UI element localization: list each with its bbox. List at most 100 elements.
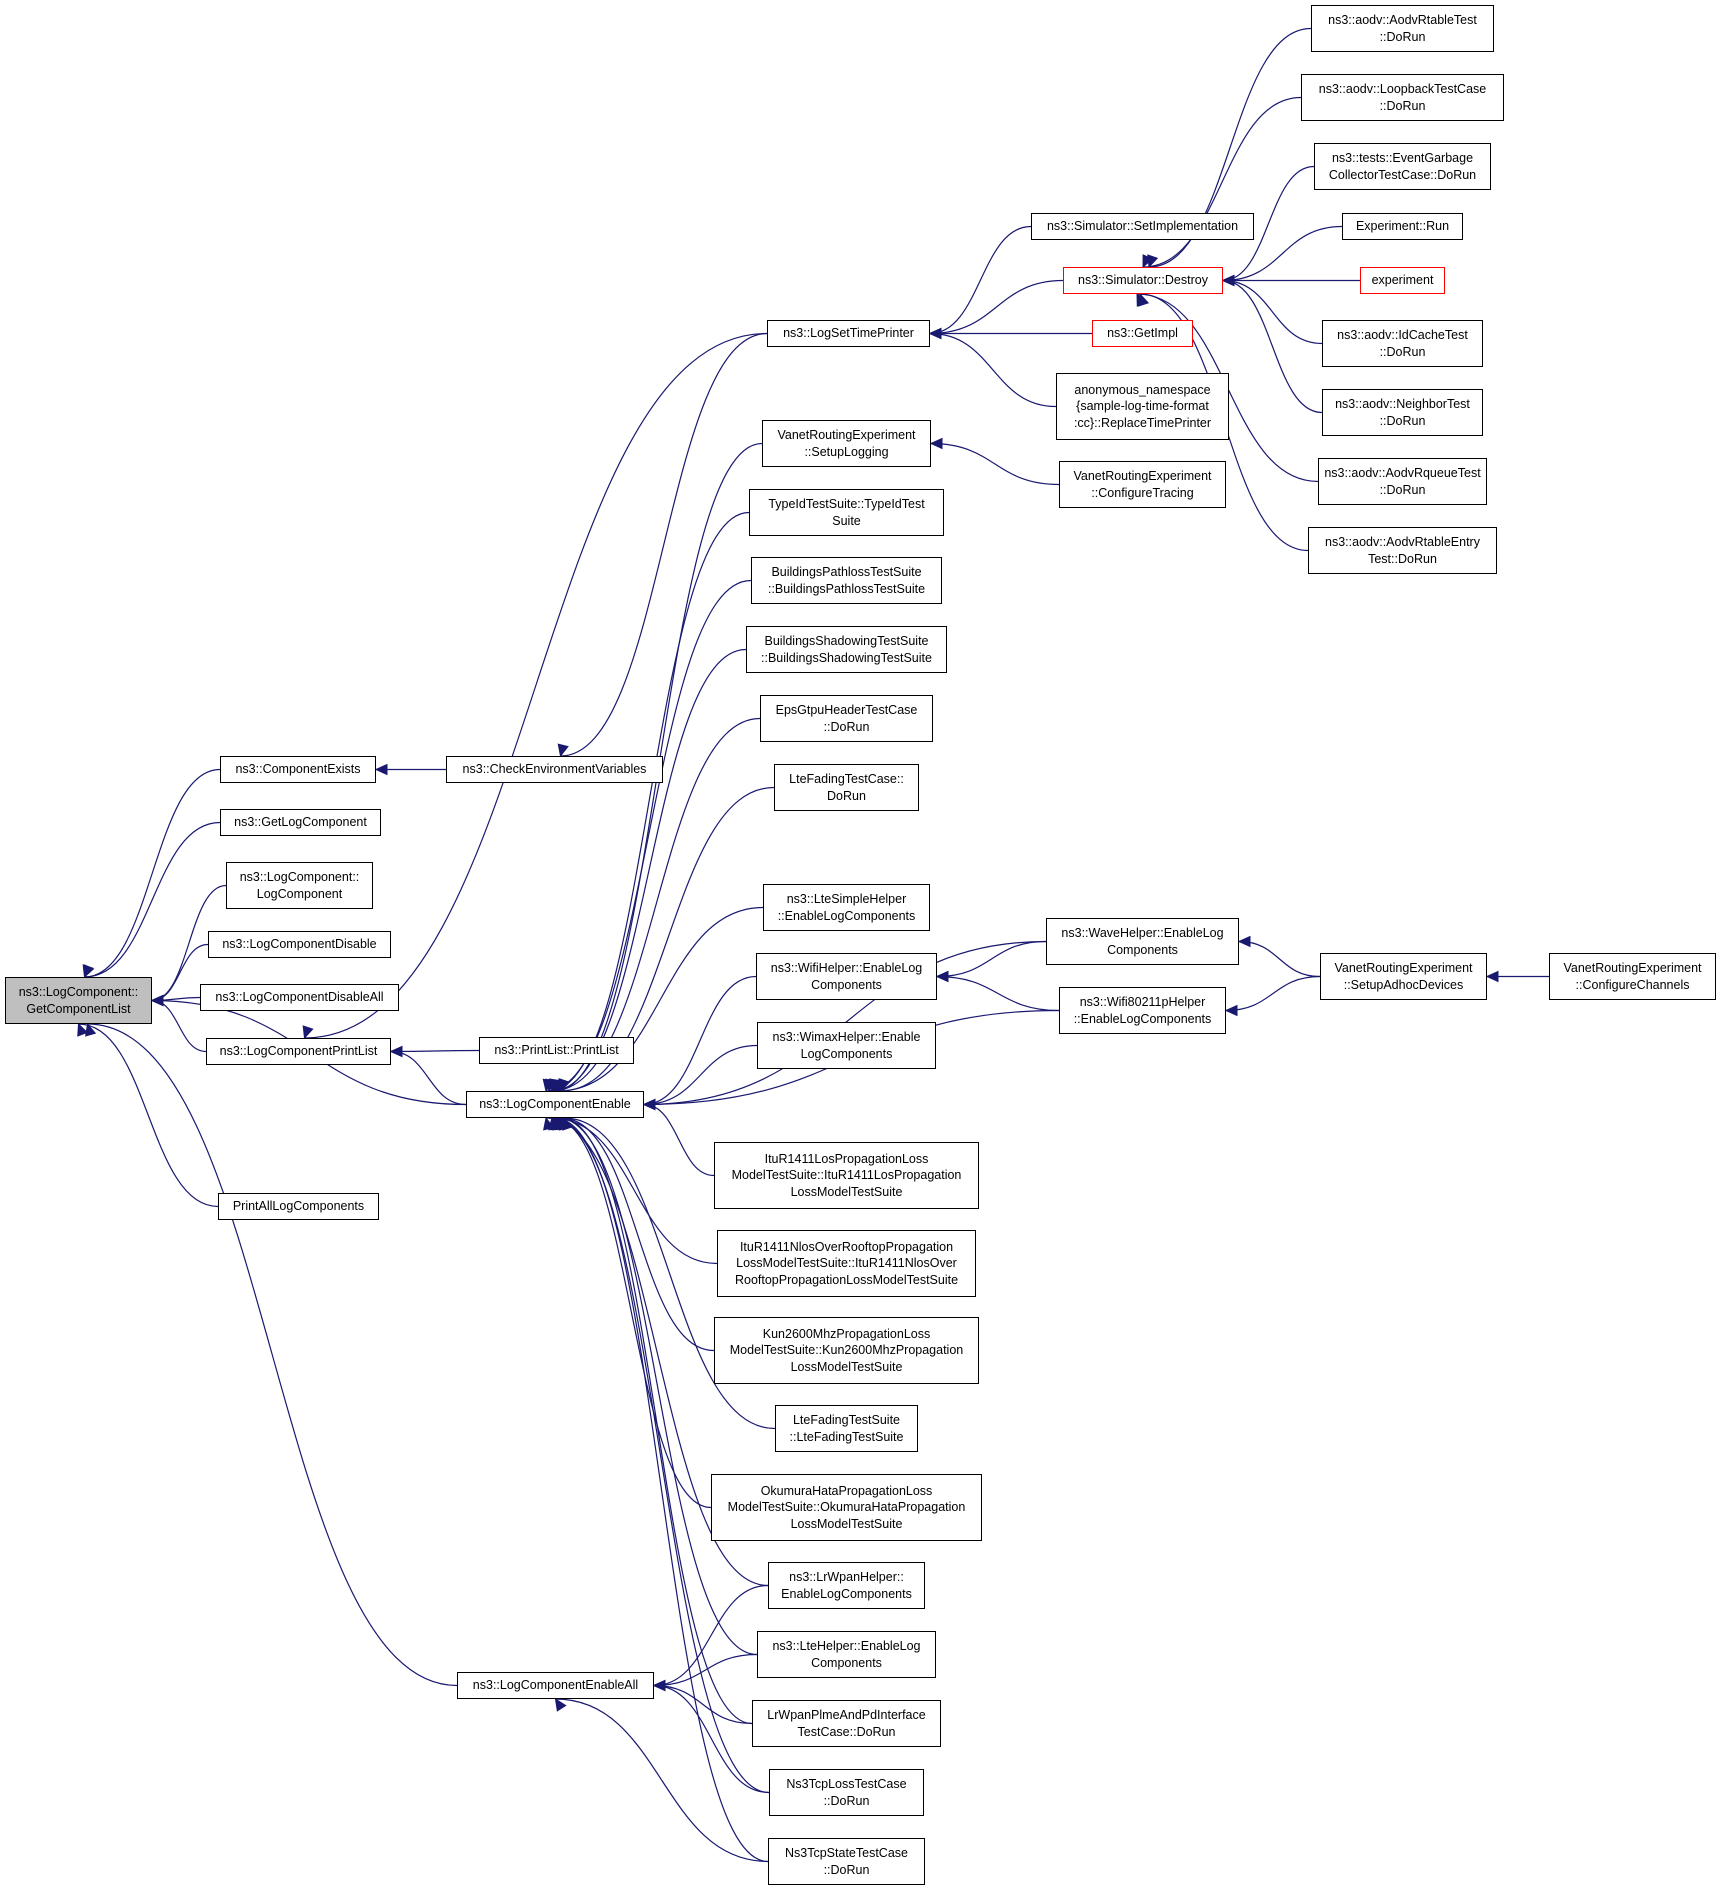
arrowhead-icon <box>929 437 943 450</box>
graph-node-lcenableall[interactable]: ns3::LogComponentEnableAll <box>457 1672 654 1699</box>
call-edge <box>390 1050 467 1106</box>
call-edge <box>1222 279 1323 414</box>
graph-node-logsettime[interactable]: ns3::LogSetTimePrinter <box>767 320 930 347</box>
graph-node-vreadhoc[interactable]: VanetRoutingExperiment::SetupAdhocDevice… <box>1320 953 1487 1000</box>
call-edge <box>930 442 1060 486</box>
graph-node-getimpl[interactable]: ns3::GetImpl <box>1092 320 1193 347</box>
node-label-line: ::DoRun <box>1379 29 1426 44</box>
call-edge <box>1148 27 1312 268</box>
node-label-line: LteFadingTestSuite <box>792 1413 900 1427</box>
graph-node-bpath[interactable]: BuildingsPathlossTestSuite::BuildingsPat… <box>751 557 942 604</box>
node-label-line: Experiment::Run <box>1355 219 1450 234</box>
node-label-line: ns3::CheckEnvironmentVariables <box>462 762 647 777</box>
call-edge <box>936 975 1060 1012</box>
node-label-line: LossModelTestSuite <box>790 1359 903 1374</box>
node-label-line: ns3::ComponentExists <box>235 762 361 777</box>
graph-node-vreconf[interactable]: VanetRoutingExperiment::ConfigureTracing <box>1059 461 1226 508</box>
node-label-line: ns3::LogComponent:: <box>18 985 139 999</box>
node-label-line: ::BuildingsShadowingTestSuite <box>761 650 932 665</box>
call-edge <box>653 1584 769 1687</box>
arrowhead-icon <box>642 1098 656 1111</box>
node-label-line: Components <box>1107 942 1178 957</box>
graph-node-tcploss[interactable]: Ns3TcpLossTestCase::DoRun <box>769 1769 924 1816</box>
graph-node-ltefadcase[interactable]: LteFadingTestCase::DoRun <box>774 764 919 811</box>
node-label-line: ns3::aodv::AodvRqueueTest <box>1324 466 1481 480</box>
node-label-line: {sample-log-time-format <box>1076 399 1209 414</box>
node-label-line: ::BuildingsPathlossTestSuite <box>767 581 926 596</box>
graph-node-printall[interactable]: PrintAllLogComponents <box>218 1193 379 1220</box>
node-label-line: ns3::aodv::IdCacheTest <box>1337 328 1468 342</box>
call-edge <box>151 884 227 1002</box>
graph-node-checkenv[interactable]: ns3::CheckEnvironmentVariables <box>446 756 663 783</box>
graph-node-getlogcomp[interactable]: ns3::GetLogComponent <box>220 809 381 836</box>
graph-node-wifi80211p[interactable]: ns3::Wifi80211pHelper::EnableLogComponen… <box>1059 987 1226 1034</box>
node-label-line: ns3::WimaxHelper::Enable <box>772 1030 921 1044</box>
call-edge <box>84 768 221 978</box>
arrowhead-icon <box>1138 292 1150 307</box>
graph-node-lcdisableall[interactable]: ns3::LogComponentDisableAll <box>200 984 399 1011</box>
graph-node-tcpstate[interactable]: Ns3TcpStateTestCase::DoRun <box>768 1838 925 1885</box>
graph-node-bshadow[interactable]: BuildingsShadowingTestSuite::BuildingsSh… <box>746 626 947 673</box>
graph-node-exprun[interactable]: Experiment::Run <box>1342 213 1463 240</box>
arrowhead-icon <box>389 1045 403 1058</box>
node-label-line: ns3::LrWpanHelper:: <box>789 1570 904 1584</box>
call-edge <box>560 1117 753 1725</box>
graph-node-neighbor[interactable]: ns3::aodv::NeighborTest::DoRun <box>1322 389 1483 436</box>
node-label-line: ModelTestSuite::ItuR1411LosPropagation <box>731 1168 962 1183</box>
graph-node-vrechan[interactable]: VanetRoutingExperiment::ConfigureChannel… <box>1549 953 1716 1000</box>
graph-node-ltesimple[interactable]: ns3::LteSimpleHelper::EnableLogComponent… <box>763 884 930 931</box>
graph-node-setimpl[interactable]: ns3::Simulator::SetImplementation <box>1031 213 1254 240</box>
graph-node-destroy[interactable]: ns3::Simulator::Destroy <box>1063 267 1223 294</box>
graph-node-lcprintlist[interactable]: ns3::LogComponentPrintList <box>206 1038 391 1065</box>
call-edge <box>560 1117 715 1352</box>
node-label-line: ::DoRun <box>823 1793 870 1808</box>
arrowhead-icon <box>557 743 569 758</box>
graph-node-experiment[interactable]: experiment <box>1360 267 1445 294</box>
graph-node-lrwpanhelper[interactable]: ns3::LrWpanHelper::EnableLogComponents <box>768 1562 925 1609</box>
graph-node-aodvloop[interactable]: ns3::aodv::LoopbackTestCase::DoRun <box>1301 74 1504 121</box>
call-edge <box>551 1117 718 1265</box>
arrowhead-icon <box>85 1022 97 1037</box>
node-label-line: ns3::LteHelper::EnableLog <box>772 1639 921 1653</box>
graph-node-ltefadsuite[interactable]: LteFadingTestSuite::LteFadingTestSuite <box>775 1405 918 1452</box>
node-label-line: ns3::WifiHelper::EnableLog <box>770 961 923 975</box>
node-label-line: ns3::LogComponentEnable <box>479 1097 631 1112</box>
call-edge <box>653 1653 758 1687</box>
call-edge <box>643 975 757 1106</box>
node-label-line: VanetRoutingExperiment <box>1073 469 1212 483</box>
graph-node-root: ns3::LogComponent::GetComponentList <box>5 977 152 1024</box>
graph-node-rqueue[interactable]: ns3::aodv::AodvRqueueTest::DoRun <box>1318 458 1487 505</box>
graph-node-lcctor[interactable]: ns3::LogComponent::LogComponent <box>226 862 373 909</box>
graph-node-compexists[interactable]: ns3::ComponentExists <box>220 756 376 783</box>
graph-node-aodvrtable[interactable]: ns3::aodv::AodvRtableTest::DoRun <box>1311 5 1494 52</box>
node-label-line: experiment <box>1371 273 1434 288</box>
call-edge <box>936 940 1047 978</box>
node-label-line: :cc}::ReplaceTimePrinter <box>1073 415 1212 430</box>
graph-node-vresetup[interactable]: VanetRoutingExperiment::SetupLogging <box>762 420 931 467</box>
node-label-line: ModelTestSuite::Kun2600MhzPropagation <box>729 1343 964 1358</box>
graph-node-epsgtpu[interactable]: EpsGtpuHeaderTestCase::DoRun <box>760 695 933 742</box>
node-label-line: BuildingsPathlossTestSuite <box>771 565 922 579</box>
graph-node-anon[interactable]: anonymous_namespace{sample-log-time-form… <box>1056 373 1229 440</box>
graph-node-lcenable[interactable]: ns3::LogComponentEnable <box>466 1091 644 1118</box>
node-label-line: VanetRoutingExperiment <box>1563 961 1702 975</box>
arrowhead-icon <box>935 970 949 983</box>
graph-node-printlist[interactable]: ns3::PrintList::PrintList <box>479 1037 634 1064</box>
graph-node-idcache[interactable]: ns3::aodv::IdCacheTest::DoRun <box>1322 320 1483 367</box>
node-label-line: LogComponent <box>256 886 343 901</box>
graph-node-lcdisable[interactable]: ns3::LogComponentDisable <box>208 931 391 958</box>
call-edge <box>929 332 1057 408</box>
node-label-line: EnableLogComponents <box>781 1586 912 1601</box>
